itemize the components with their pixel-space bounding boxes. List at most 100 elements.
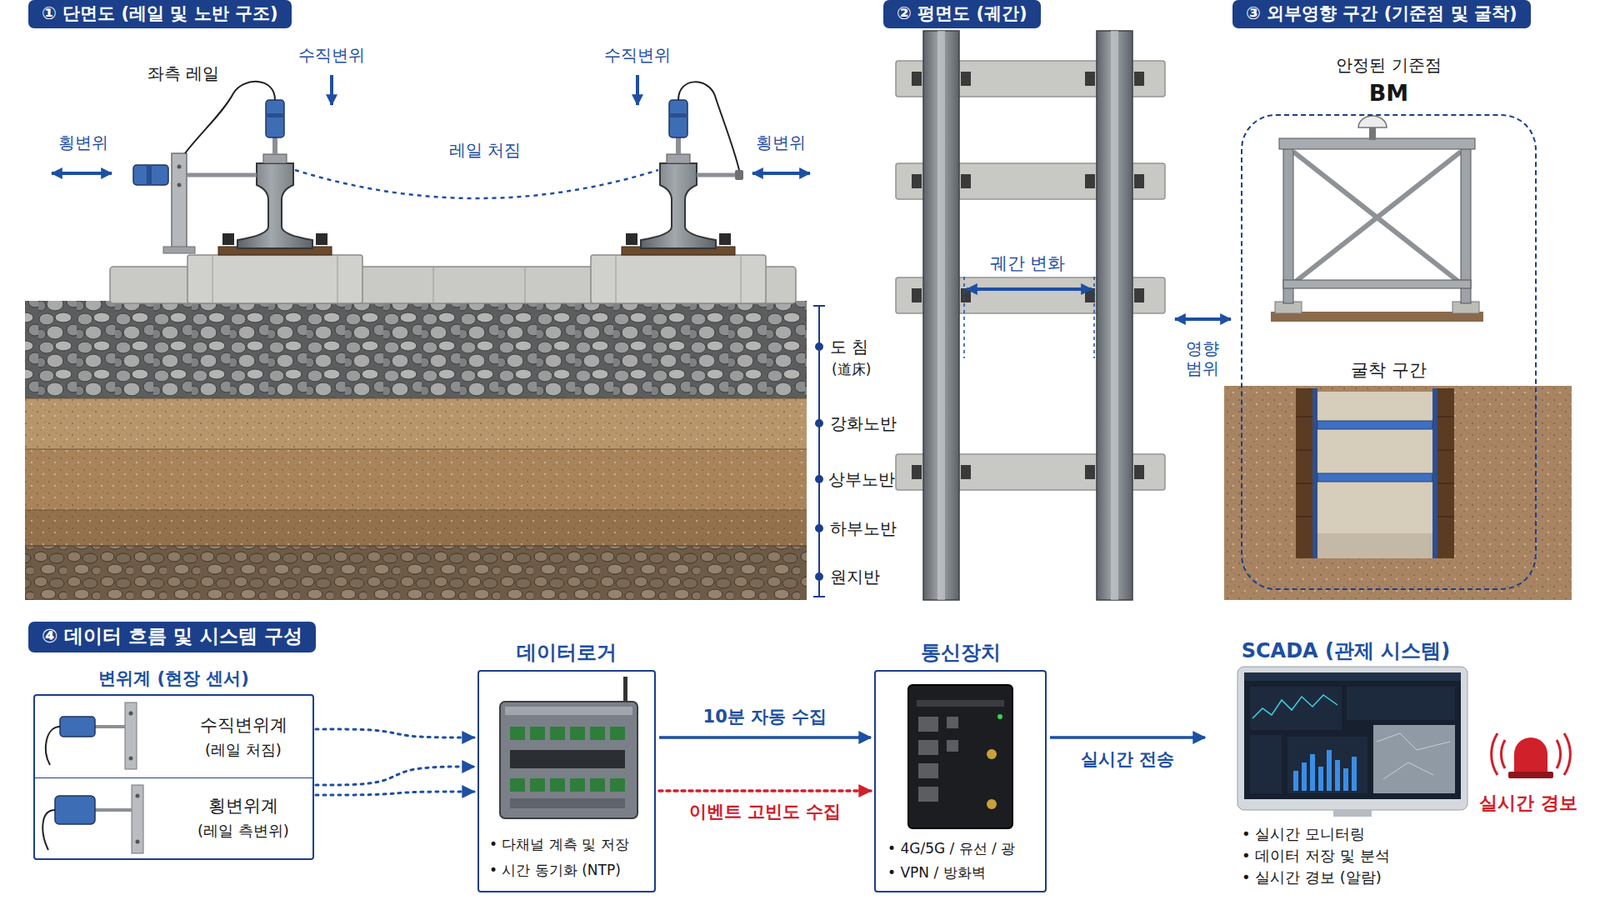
displacement-arrow <box>330 75 334 105</box>
scada-screen <box>1351 756 1357 791</box>
node-text: • 다채널 계측 및 저장 <box>489 835 630 853</box>
scada-screen <box>1335 760 1340 791</box>
datalogger-device <box>530 726 545 740</box>
subgrade-layers <box>25 398 807 450</box>
alarm-icon <box>1491 733 1571 779</box>
lateral-sensor-icon <box>135 794 140 799</box>
lateral-sensor-icon <box>55 795 95 825</box>
datalogger-device <box>610 726 625 740</box>
communication-device <box>918 763 939 779</box>
communication-device <box>916 700 1005 707</box>
excavation-pit <box>1312 388 1318 559</box>
node-title: 수직변위계 <box>200 715 288 736</box>
influence-arrow <box>1175 317 1231 321</box>
scada-screen <box>1293 770 1299 791</box>
scada-node: SCADA (관제 시스템)• 실시간 모니터링• 데이터 저장 및 분석• 실… <box>1208 638 1484 894</box>
gauge-arrow <box>966 287 1092 291</box>
node-text: 굴착 구간 <box>1350 360 1427 381</box>
scada-screen <box>1250 735 1282 794</box>
text-holder: BM <box>1369 80 1409 107</box>
rail-clip <box>1134 71 1145 86</box>
node-title: 안정된 기준점 <box>1335 55 1441 75</box>
scada-screen <box>1318 766 1324 791</box>
vertical-sensor <box>265 100 285 138</box>
label-holder: (道床) <box>831 360 871 378</box>
excavation-pit <box>1314 533 1436 559</box>
excavation-pit <box>1295 483 1315 485</box>
scada-screen <box>1326 750 1332 791</box>
plan-rail <box>1110 30 1119 600</box>
left-rail <box>222 233 235 245</box>
edge-label: 이벤트 고빈도 수집 <box>685 801 845 823</box>
datalogger-device <box>500 701 638 819</box>
sensor-post <box>171 153 187 250</box>
datalogger-device <box>550 778 565 792</box>
right-rail <box>719 233 731 245</box>
lateral-sensor <box>133 165 744 185</box>
sleeper <box>615 255 617 304</box>
section-tab: ① 단면도 (레일 및 노반 구조) <box>28 0 292 29</box>
communication-device <box>986 799 997 810</box>
excavation-pit <box>1435 516 1455 518</box>
communication-device <box>908 685 1013 829</box>
plan-rail <box>937 30 945 600</box>
benchmark-frame <box>1358 115 1387 128</box>
vertical-sensor-icon <box>95 725 125 729</box>
excavation-pit <box>1435 388 1455 559</box>
benchmark-frame <box>1270 311 1484 322</box>
connector <box>315 791 475 795</box>
section-title: ② 평면도 (궤간) <box>896 3 1028 25</box>
node-text: • 4G/5G / 유선 / 광 <box>887 840 1015 857</box>
benchmark-frame <box>1293 151 1461 284</box>
vertical-sensor-icon <box>129 756 134 761</box>
plan-rail <box>1096 30 1133 600</box>
excavation-pit <box>1295 388 1315 559</box>
influence-label: 영향 범위 <box>1175 338 1230 379</box>
label-holder: 강화노반 <box>830 413 897 434</box>
subgrade-layers <box>25 449 807 450</box>
datalogger-device <box>570 726 585 740</box>
sleeper <box>433 266 435 304</box>
connector <box>315 766 475 785</box>
text-holder: • 다채널 계측 및 저장 <box>489 835 630 853</box>
node-title: SCADA (관제 시스템) <box>1241 639 1451 664</box>
excavation-pit <box>1317 420 1433 430</box>
excavation-pit <box>1224 385 1572 600</box>
datalogger-box: 데이터로거• 다채널 계측 및 저장• 시간 동기화 (NTP) <box>477 670 656 893</box>
text-holder: 안정된 기준점 <box>1335 55 1441 75</box>
section-tab: ③ 외부영향 구간 (기준점 및 굴착) <box>1232 0 1531 29</box>
layer-label: 강화노반 <box>830 413 897 434</box>
subgrade-layers <box>25 510 807 546</box>
rail-clip <box>1085 174 1095 189</box>
lateral-sensor-icon <box>131 785 144 854</box>
sensor-box: 횡변위계(레일 측변위) <box>35 778 313 859</box>
scada-screen <box>1250 686 1342 730</box>
benchmark-frame <box>1279 138 1475 150</box>
scada-screen <box>1237 666 1468 817</box>
displacement-arrow <box>635 75 640 105</box>
sensor-post <box>163 246 195 254</box>
sleeper <box>337 255 339 304</box>
lateral-sensor <box>133 165 169 185</box>
scada-screen <box>1310 754 1315 791</box>
layer-label: (道床) <box>831 360 871 378</box>
datalogger-device <box>510 750 625 769</box>
subgrade-layers <box>25 398 807 400</box>
sensor-box: 수직변위계(레일 처짐) <box>35 695 313 779</box>
gauge-arrow <box>963 276 965 359</box>
node-text: • 실시간 경보 (알람) <box>1241 868 1382 887</box>
label-holder: 횡변위 <box>755 132 806 153</box>
datalogger-device <box>500 676 638 819</box>
influence-arrow <box>1175 319 1231 320</box>
datalogger-device <box>623 676 628 705</box>
scada-screen <box>1346 686 1455 720</box>
rail-clip <box>911 71 922 86</box>
benchmark-frame <box>1293 151 1461 284</box>
scada-screen <box>1237 666 1468 810</box>
connector <box>1050 735 1205 740</box>
excavation-pit <box>1295 416 1315 418</box>
benchmark-frame <box>1270 115 1484 322</box>
displacement-arrow <box>752 171 810 175</box>
displacement-label: 수직변위 <box>298 45 365 65</box>
rail-clip <box>911 465 922 480</box>
